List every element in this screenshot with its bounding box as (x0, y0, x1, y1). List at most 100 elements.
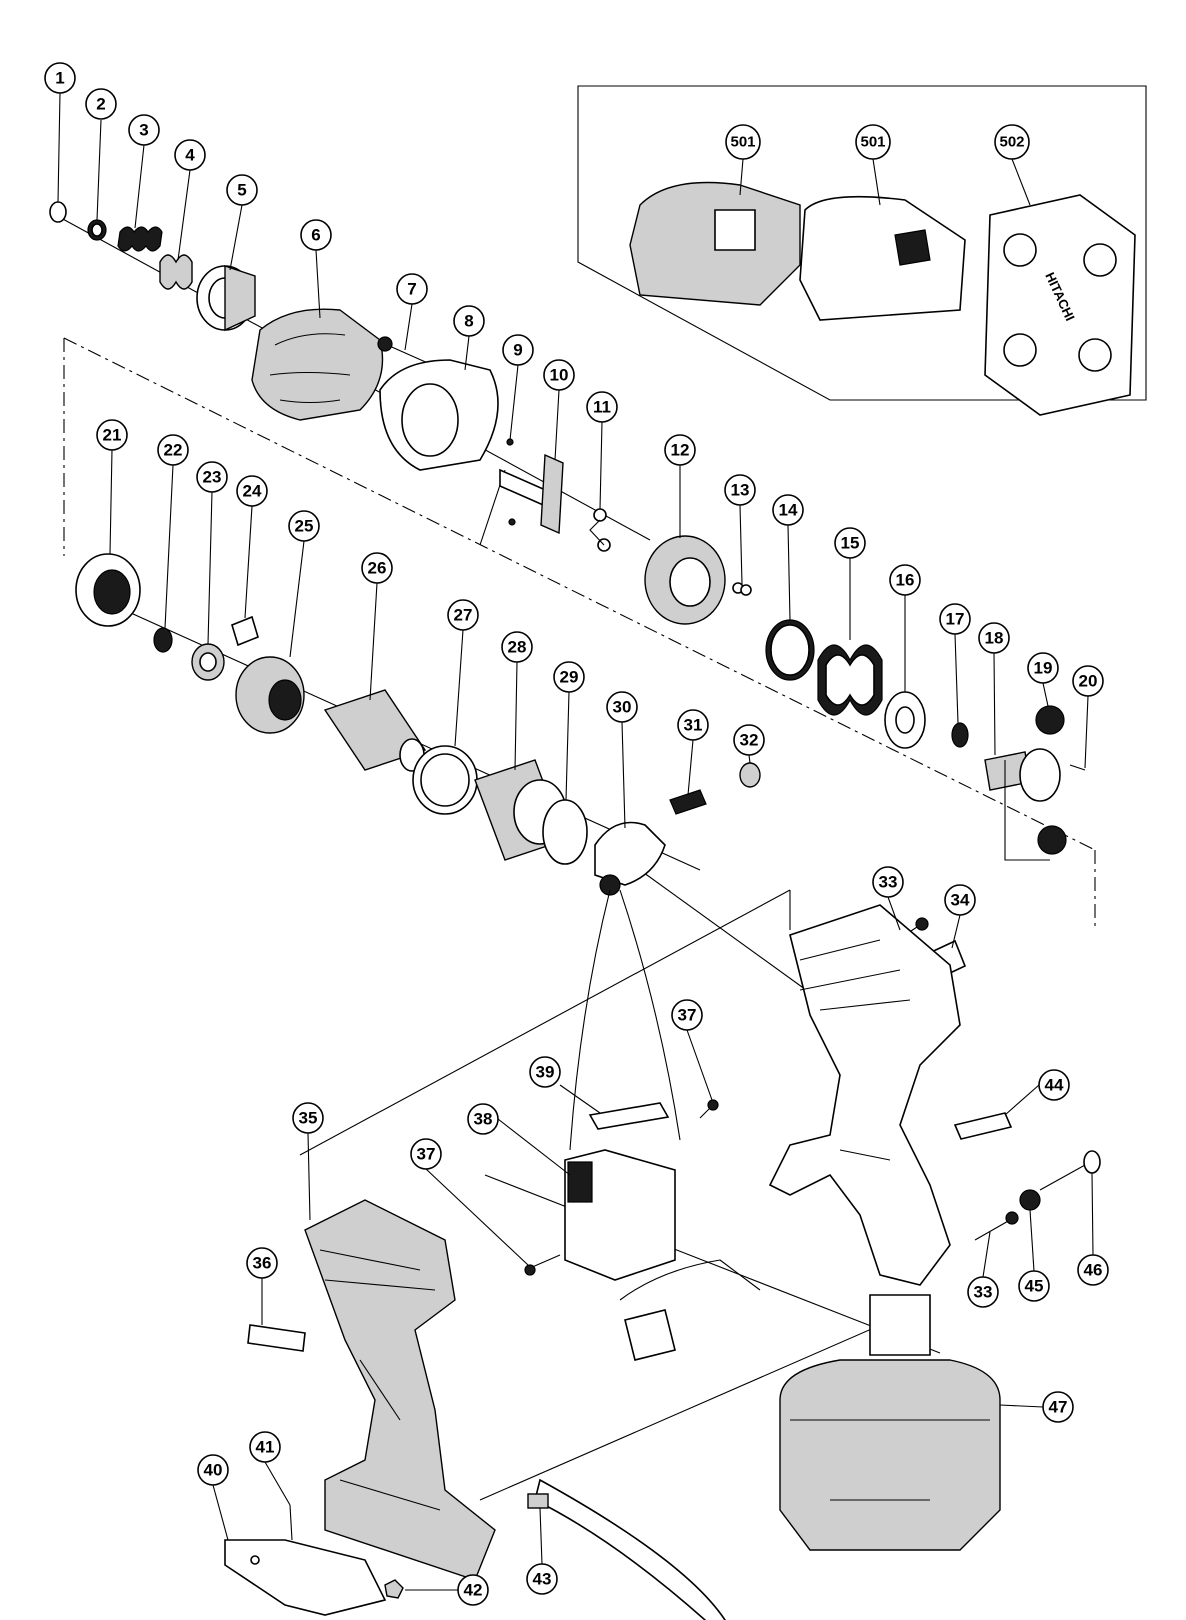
callout-40: 40 (197, 1454, 229, 1486)
svg-text:6: 6 (311, 226, 320, 245)
svg-text:44: 44 (1045, 1076, 1064, 1095)
svg-text:28: 28 (508, 638, 527, 657)
leader-6 (315, 249, 321, 319)
part-gear-19-top (1035, 705, 1065, 735)
assembly-outline-diagonal (63, 337, 1096, 851)
part-brush-31 (669, 789, 707, 815)
part-housing-left-detail (319, 1249, 441, 1511)
svg-text:1: 1 (55, 69, 64, 88)
leader-33a (887, 896, 901, 931)
part-spindle-18-disc (1019, 748, 1061, 802)
part-screw-37-left (529, 1254, 561, 1269)
svg-text:38: 38 (474, 1110, 493, 1129)
part-screw-33-top-head (915, 917, 929, 931)
leader-30 (621, 721, 626, 829)
part-spring-15-gap (825, 654, 875, 706)
callout-12: 12 (664, 434, 696, 466)
callout-37-left: 37 (410, 1138, 442, 1170)
callout-11: 11 (586, 391, 618, 423)
part-case-502-knob-c (1003, 333, 1037, 367)
svg-text:45: 45 (1025, 1277, 1044, 1296)
part-case-502-knob-d (1078, 338, 1112, 372)
svg-text:37: 37 (417, 1145, 436, 1164)
part-washer-27-inner (420, 753, 470, 807)
callout-30: 30 (606, 691, 638, 723)
part-battery-47-top (869, 1294, 931, 1356)
part-screw-33-bottom (974, 1219, 1011, 1241)
leader-38 (497, 1118, 571, 1176)
battery-axis (484, 1174, 941, 1354)
callout-9: 9 (502, 334, 534, 366)
callout-14: 14 (772, 494, 804, 526)
callout-18: 18 (978, 622, 1010, 654)
callout-45: 45 (1018, 1270, 1050, 1302)
part-front-cover-6-detail (269, 333, 351, 404)
leader-5 (229, 204, 243, 271)
accessories-box-outline (577, 85, 1147, 401)
part-ring-2-inner (91, 223, 103, 237)
callout-37-right: 37 (671, 999, 703, 1031)
callout-22: 22 (157, 434, 189, 466)
callout-28: 28 (501, 631, 533, 663)
leader-23 (207, 491, 213, 645)
part-ring-22 (153, 627, 173, 653)
svg-text:29: 29 (560, 668, 579, 687)
svg-text:35: 35 (299, 1109, 318, 1128)
leader-18 (993, 652, 996, 756)
svg-text:11: 11 (593, 398, 611, 417)
svg-text:14: 14 (779, 501, 798, 520)
part-retaining-ring (49, 201, 67, 223)
part-ring-17 (951, 722, 969, 748)
leader-46 (1091, 1172, 1094, 1256)
leader-4 (177, 169, 191, 261)
leader-17 (954, 633, 959, 724)
part-switch-38-trigger (567, 1161, 593, 1203)
part-screw-37-right-head (707, 1099, 719, 1111)
callout-16: 16 (889, 564, 921, 596)
svg-text:26: 26 (368, 559, 387, 578)
callout-41: 41 (249, 1431, 281, 1463)
leader-39 (559, 1084, 601, 1114)
svg-text:41: 41 (256, 1438, 275, 1457)
leader-44 (1004, 1084, 1040, 1116)
svg-text:32: 32 (740, 731, 759, 750)
leader-10 (554, 389, 560, 461)
part-washer-14-inner (770, 624, 810, 676)
svg-text:18: 18 (985, 629, 1004, 648)
svg-text:19: 19 (1034, 659, 1053, 678)
part-spring-45 (1019, 1189, 1041, 1211)
leader-25 (289, 540, 305, 658)
callout-35: 35 (292, 1102, 324, 1134)
callout-2: 2 (85, 88, 117, 120)
svg-text:5: 5 (237, 181, 246, 200)
svg-text:7: 7 (407, 280, 416, 299)
callout-5: 5 (226, 174, 258, 206)
part-strap-43-clip (527, 1493, 549, 1509)
svg-text:501: 501 (860, 134, 885, 151)
svg-text:502: 502 (999, 134, 1024, 151)
svg-text:15: 15 (841, 534, 860, 553)
callout-23: 23 (196, 461, 228, 493)
svg-text:20: 20 (1079, 672, 1098, 691)
callout-34: 34 (944, 884, 976, 916)
part-hook-40-hole (250, 1555, 260, 1565)
part-washer-29 (542, 799, 588, 865)
callout-6: 6 (300, 219, 332, 251)
svg-text:25: 25 (295, 517, 314, 536)
part-sleeve-5-side (224, 265, 256, 332)
leader-26 (369, 582, 378, 701)
svg-text:4: 4 (185, 146, 195, 165)
leader-21 (109, 449, 113, 555)
part-battery-47-detail (790, 1419, 990, 1501)
part-screw-41 (289, 1504, 293, 1541)
svg-text:46: 46 (1084, 1261, 1103, 1280)
leader-45 (1029, 1209, 1035, 1272)
part-label-44 (953, 1112, 1013, 1140)
svg-text:37: 37 (678, 1006, 697, 1025)
part-switch-38-harness (619, 1259, 761, 1301)
callout-501-left: 501 (725, 124, 761, 160)
leader-29 (565, 691, 570, 801)
svg-text:10: 10 (550, 366, 569, 385)
svg-text:43: 43 (533, 1570, 552, 1589)
part-plate-39 (588, 1102, 670, 1130)
